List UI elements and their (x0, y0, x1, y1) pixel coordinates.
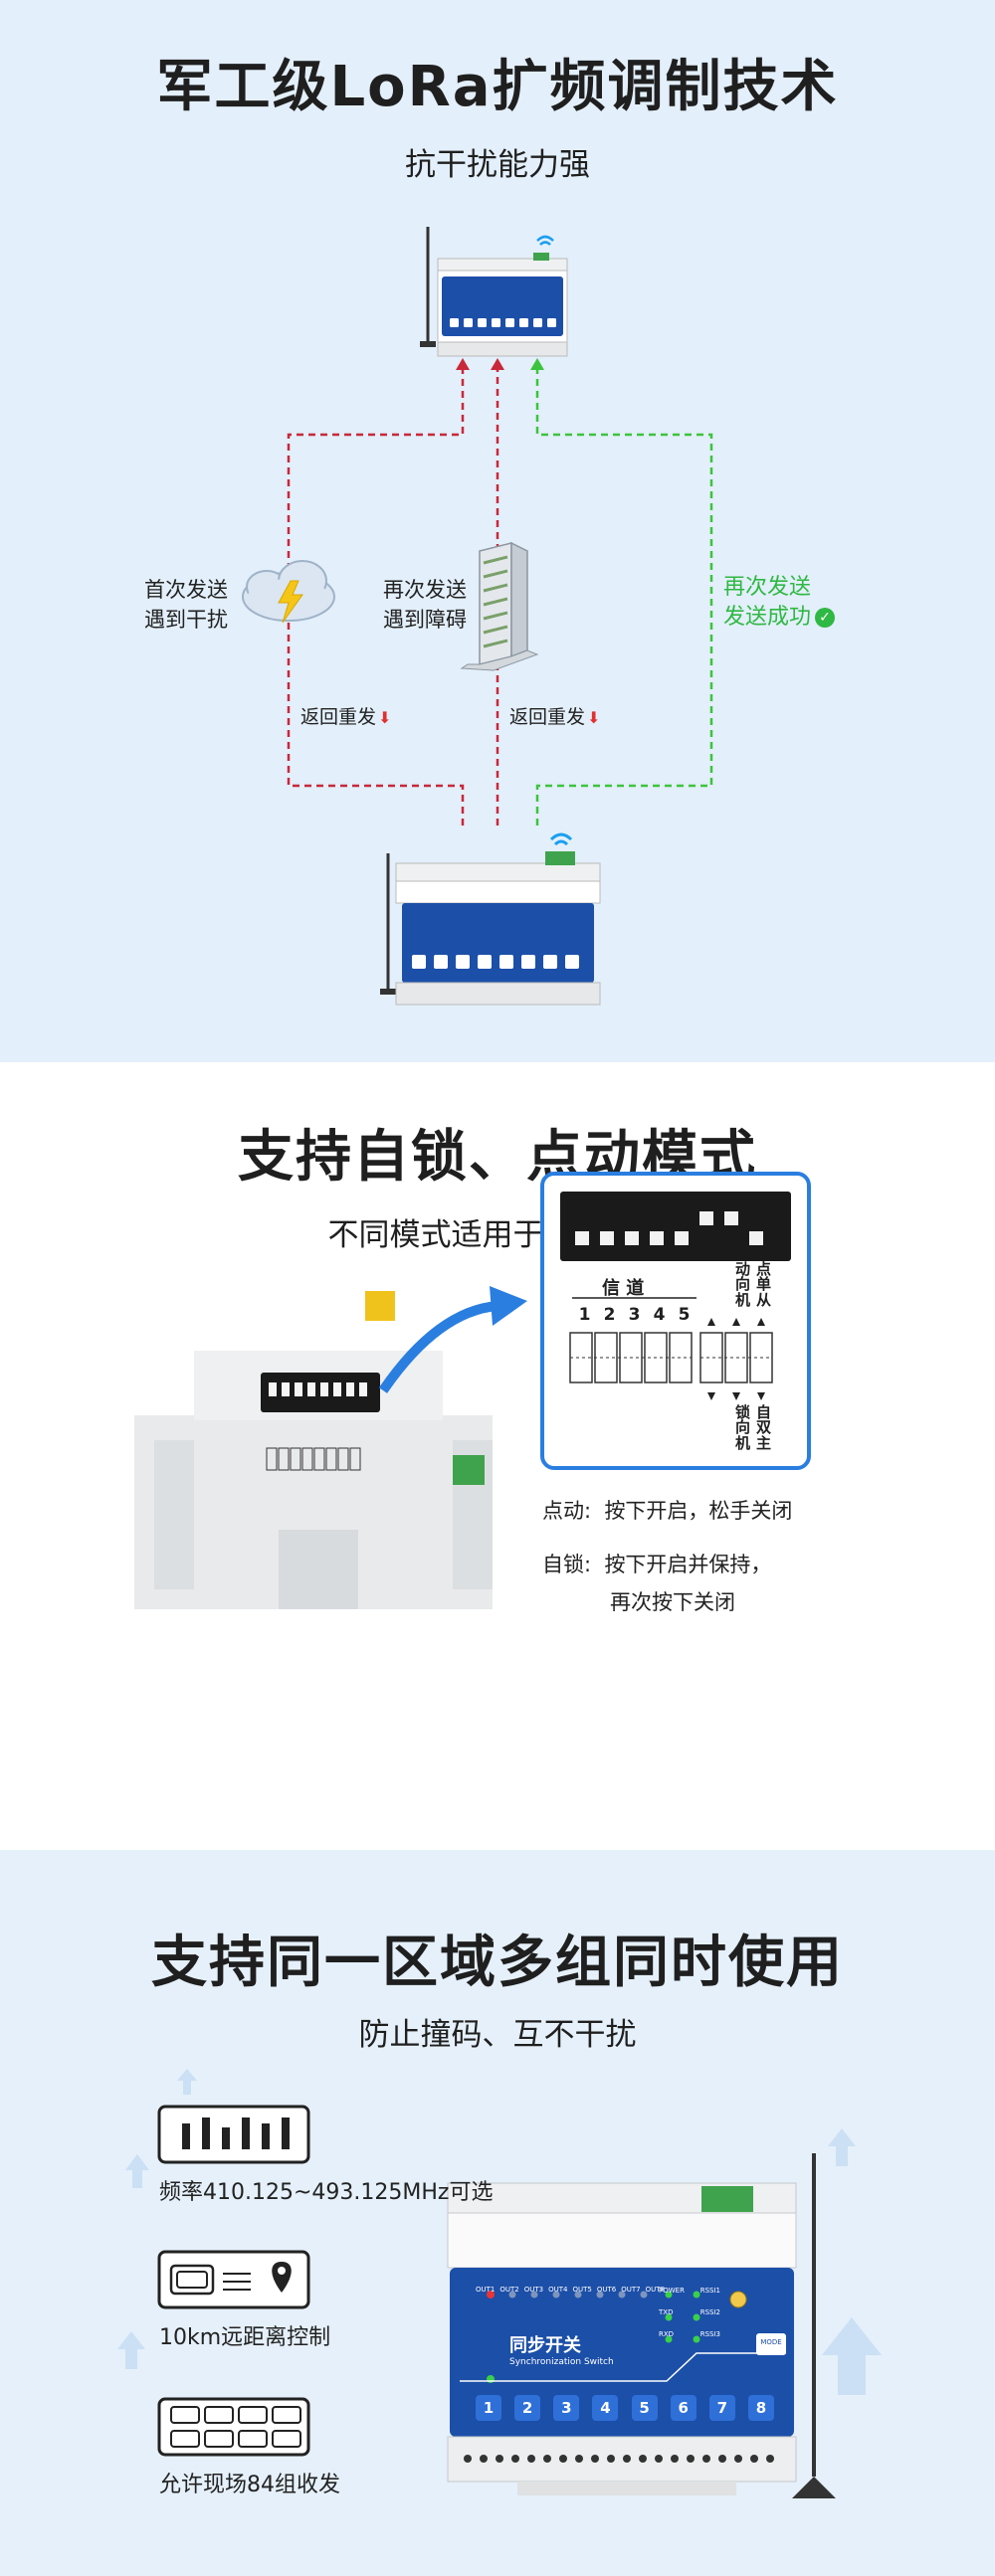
channel-button[interactable]: 4 (592, 2395, 619, 2421)
channel-button[interactable]: 7 (708, 2395, 735, 2421)
mode-button[interactable]: MODE (760, 2338, 782, 2346)
building-icon (460, 541, 539, 671)
feature-range: 10km远距离控制 (159, 2325, 331, 2350)
retry-label-mid: 返回重发⬇ (509, 706, 601, 728)
channel-button[interactable]: 5 (631, 2395, 658, 2421)
retry-label-left: 返回重发⬇ (300, 706, 392, 728)
multi-group-section: 支持同一区域多组同时使用 防止撞码、互不干扰 (0, 1850, 995, 2576)
channel-button[interactable]: 3 (553, 2395, 580, 2421)
mode-lock: 自锁: 按下开启并保持， 再次按下关闭 (542, 1553, 772, 1614)
dip-channel-label: 信 道 (602, 1278, 645, 1299)
check-icon: ✓ (815, 608, 836, 628)
out-labels: OUT1 OUT2 OUT3 OUT4 OUT5 OUT6 OUT7 OUT8 (476, 2286, 665, 2294)
down-arrow-icon: ⬇ (378, 708, 392, 727)
channel-button[interactable]: 1 (476, 2395, 501, 2421)
top-device (420, 227, 568, 357)
lora-subtitle: 抗干扰能力强 (405, 147, 590, 183)
down-arrow-icon: ⬇ (587, 708, 601, 727)
note-second-obstacle: 再次发送 遇到障碍 (383, 578, 467, 632)
bottom-device (380, 832, 601, 1006)
storm-cloud-icon (242, 560, 335, 624)
lora-section: 军工级LoRa扩频调制技术 抗干扰能力强 (0, 0, 995, 1062)
multi-illustration (117, 2069, 882, 2498)
channel-button[interactable]: 2 (514, 2395, 541, 2421)
feature-frequency: 频率410.125~493.125MHz可选 (159, 2180, 494, 2205)
channel-buttons: 1 2 3 4 5 6 7 8 (476, 2395, 774, 2421)
multi-title: 支持同一区域多组同时使用 (151, 1931, 844, 1995)
note-success: 再次发送 发送成功✓ (723, 573, 836, 633)
lora-title: 军工级LoRa扩频调制技术 (156, 55, 839, 119)
lora-diagram (242, 227, 713, 1006)
feature-groups: 允许现场84组收发 (159, 2473, 340, 2497)
mode-section: 支持自锁、点动模式 不同模式适用于不同场景 (0, 1062, 995, 1850)
dip-top-labels: 点动 单向 从机 (733, 1261, 772, 1307)
switch-device (447, 2153, 836, 2498)
dip-bottom-labels: 自锁 双向 主机 (733, 1404, 772, 1450)
device-side-view (134, 1291, 493, 1609)
mode-jog: 点动: 按下开启，松手关闭 (542, 1499, 793, 1523)
device-brand: 同步开关 Synchronization Switch (509, 2335, 614, 2367)
note-first-send: 首次发送 遇到干扰 (144, 578, 228, 632)
multi-subtitle: 防止撞码、互不干扰 (358, 2017, 637, 2053)
dip-switch-illustration (134, 1172, 811, 1609)
channel-button[interactable]: 8 (747, 2395, 774, 2421)
frequency-icon (157, 2105, 310, 2164)
channel-button[interactable]: 6 (670, 2395, 696, 2421)
groups-icon (157, 2397, 310, 2457)
dip-numbers: 1 2 3 4 5 (578, 1305, 691, 1325)
